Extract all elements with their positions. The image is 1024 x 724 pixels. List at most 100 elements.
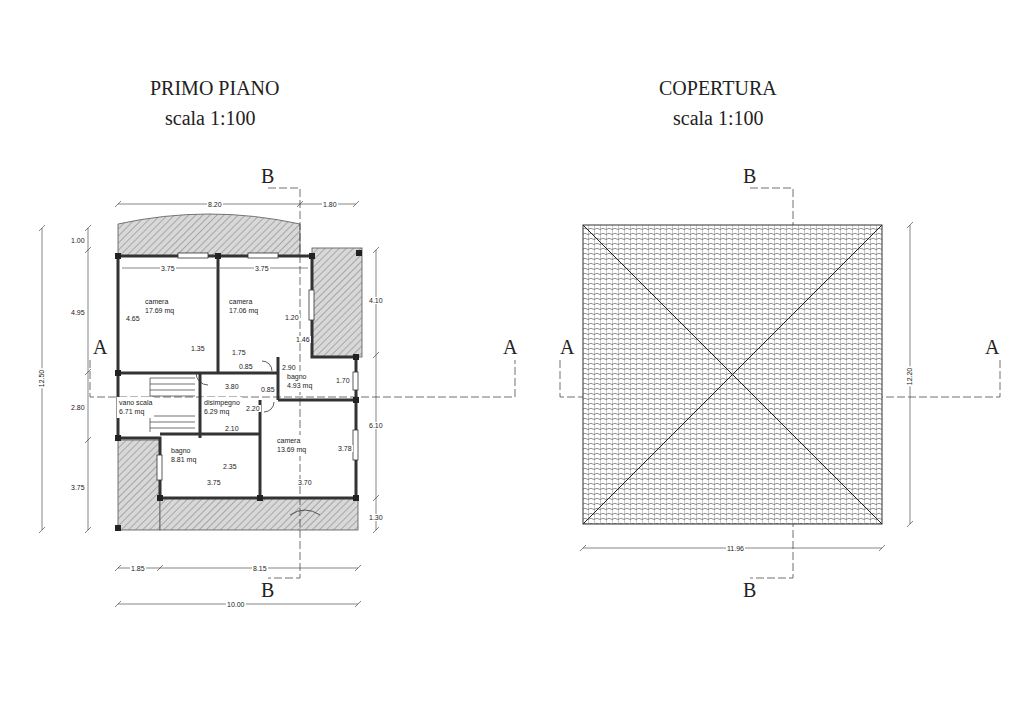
dimension-value: 1.46 xyxy=(295,336,311,343)
room-name: disimpegno xyxy=(204,398,240,407)
section-mark: B xyxy=(741,580,758,600)
drawing-element xyxy=(90,360,515,397)
drawing-element xyxy=(115,370,121,376)
dimension-value: 2.10 xyxy=(224,425,240,432)
dimension-value: 3.75 xyxy=(70,484,86,491)
drawing-element xyxy=(160,498,358,530)
dimension-value: 1.70 xyxy=(335,377,351,384)
dimension-value: 8.20 xyxy=(207,201,223,208)
dimension-value: 1.75 xyxy=(231,349,247,356)
plan-title: COPERTURA xyxy=(657,78,779,98)
dimension-value: 2.80 xyxy=(70,404,86,411)
dimension-value: 6.10 xyxy=(368,422,384,429)
drawing-element xyxy=(353,354,359,360)
drawing-element xyxy=(278,399,356,402)
drawing-element xyxy=(373,247,379,533)
room-name: bagno xyxy=(171,446,196,455)
drawing-element xyxy=(157,495,163,501)
dimension-value: 1.20 xyxy=(284,314,300,321)
room-area: 17.69 mq xyxy=(145,306,174,315)
room-label: disimpegno6.29 mq xyxy=(202,397,242,418)
room-label: bagno8.81 mq xyxy=(169,445,198,466)
section-mark: A xyxy=(91,337,109,357)
drawing-element xyxy=(257,495,263,501)
drawing-element xyxy=(122,268,308,269)
drawing-element xyxy=(115,201,359,207)
plan-title: scala 1:100 xyxy=(163,108,258,128)
drawing-element xyxy=(115,435,121,441)
section-lines xyxy=(90,188,1000,578)
section-mark: A xyxy=(983,337,1001,357)
drawing-element xyxy=(150,378,195,432)
dimension-value: 3.75 xyxy=(206,479,222,486)
room-name: bagno xyxy=(287,372,312,381)
openings xyxy=(157,253,358,515)
drawing-element xyxy=(312,248,362,357)
dimension-value: 1.85 xyxy=(130,565,146,572)
dimension-value: 2.90 xyxy=(281,364,297,371)
drawing-element xyxy=(248,253,278,258)
section-mark: A xyxy=(558,337,576,357)
drawing-element xyxy=(157,455,162,480)
drawing-element xyxy=(115,601,361,607)
dimension-value: 3.70 xyxy=(297,479,313,486)
stair-steps xyxy=(150,378,195,432)
drawing-element xyxy=(290,510,320,515)
drawing-element xyxy=(118,440,160,530)
dimension-value: 2.20 xyxy=(245,405,261,412)
dimension-value: 2.35 xyxy=(222,463,238,470)
room-name: camera xyxy=(277,436,306,445)
drawing-element xyxy=(115,253,121,259)
drawing-element xyxy=(907,222,913,527)
drawing-element xyxy=(580,545,885,551)
drawing-element xyxy=(353,397,359,403)
drawing-element xyxy=(353,372,358,390)
drawing-element xyxy=(150,378,195,396)
room-label: bagno4.93 mq xyxy=(285,371,314,392)
drawing-element xyxy=(259,400,262,498)
dimension-value: 4.65 xyxy=(125,315,141,322)
room-name: camera xyxy=(229,297,258,306)
drawing-element xyxy=(215,253,221,259)
drawing-element xyxy=(583,225,882,524)
drawing-element xyxy=(264,402,274,412)
room-label: camera13.69 mq xyxy=(275,435,308,456)
dimension-value: 11.96 xyxy=(726,545,745,552)
drawing-element xyxy=(118,214,300,256)
drawing-element xyxy=(85,225,91,533)
plan-title: PRIMO PIANO xyxy=(148,78,281,98)
dimension-value: 1.35 xyxy=(190,345,206,352)
dimension-value: 3.75 xyxy=(160,265,176,272)
dimension-value: 10.00 xyxy=(226,601,246,608)
room-area: 6.29 mq xyxy=(204,407,240,416)
room-label: camera17.06 mq xyxy=(227,296,260,317)
section-mark: B xyxy=(741,166,758,186)
drawing-element xyxy=(196,373,208,385)
dimension-value: 4.10 xyxy=(368,297,384,304)
drawing-element xyxy=(309,253,315,259)
room-name: camera xyxy=(145,297,174,306)
room-area: 6.71 mq xyxy=(119,407,152,416)
walls xyxy=(118,256,356,498)
dimension-value: 8.15 xyxy=(252,565,268,572)
dimension-value: 12.50 xyxy=(38,369,45,389)
pillars xyxy=(115,250,362,531)
room-area: 13.69 mq xyxy=(277,445,306,454)
roof-plan xyxy=(583,225,882,524)
drawing-element xyxy=(277,357,280,400)
room-name: vano scala xyxy=(119,398,152,407)
plan-title: scala 1:100 xyxy=(671,108,766,128)
drawing-element xyxy=(115,525,121,531)
terrace-hatch xyxy=(118,214,362,530)
section-mark: A xyxy=(501,337,519,357)
section-mark: B xyxy=(259,166,276,186)
drawing-element xyxy=(160,433,260,436)
dimension-value: 12.20 xyxy=(906,367,913,387)
room-label: vano scala6.71 mq xyxy=(117,397,154,418)
dimension-value: 1.80 xyxy=(322,201,338,208)
dimension-value: 0.85 xyxy=(260,386,276,393)
dimension-value: 3.80 xyxy=(224,383,240,390)
room-area: 4.93 mq xyxy=(287,381,312,390)
